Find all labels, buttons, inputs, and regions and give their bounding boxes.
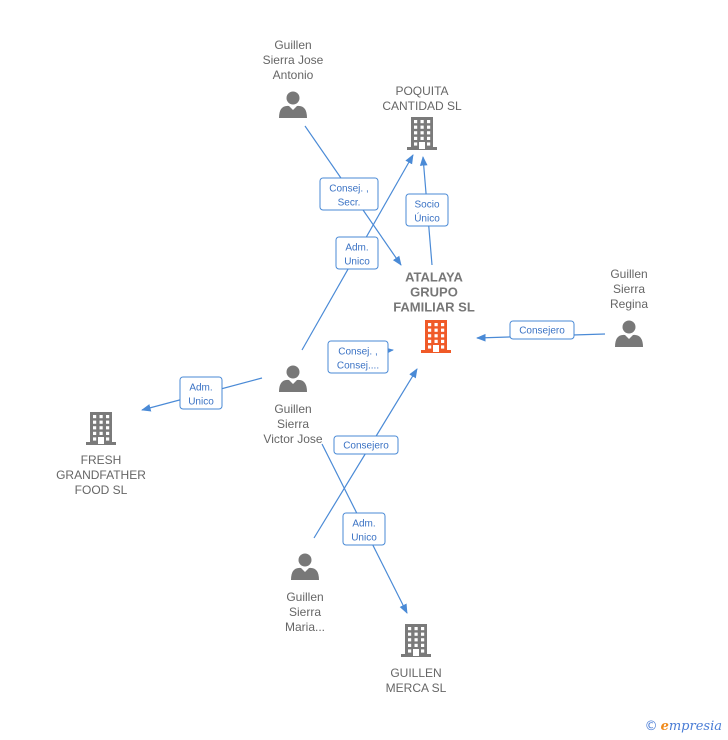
edge-label-text: Consejero bbox=[343, 441, 389, 452]
node-label: Sierra bbox=[289, 605, 321, 619]
watermark-brand-rest: mpresia bbox=[668, 719, 722, 734]
node-label: Guillen bbox=[286, 590, 323, 604]
edge-label[interactable]: Adm. Unico bbox=[179, 376, 223, 410]
edge-regina-to-atalaya: Consejero bbox=[476, 320, 606, 342]
person-icon bbox=[279, 91, 307, 118]
node-label: Guillen bbox=[274, 38, 311, 52]
node-label: GUILLEN bbox=[390, 666, 441, 680]
building-icon bbox=[421, 320, 451, 353]
edge-label-text: Único bbox=[414, 212, 440, 225]
edge-label-text: Consej. , bbox=[338, 347, 377, 358]
node-label: Maria... bbox=[285, 620, 325, 634]
edge-label-text: Adm. bbox=[189, 383, 212, 394]
edge-label-box bbox=[405, 193, 449, 227]
edge-label-box bbox=[333, 435, 399, 455]
edge-label-text: Adm. bbox=[345, 243, 368, 254]
node-label: FAMILIAR SL bbox=[393, 299, 475, 314]
node-label: Sierra bbox=[277, 417, 309, 431]
edge-label-text: Unico bbox=[351, 533, 377, 544]
edge-label-text: Consejero bbox=[519, 326, 565, 337]
edge-victor-to-atalaya: Consej. , Consej.... bbox=[327, 340, 394, 374]
node-label: CANTIDAD SL bbox=[382, 99, 462, 113]
edge-label[interactable]: Adm. Unico bbox=[342, 512, 386, 546]
person-icon bbox=[279, 365, 307, 392]
edge-label-text: Consej.... bbox=[337, 361, 379, 372]
edge-label-text: Consej. , bbox=[329, 184, 368, 195]
edge-label-box bbox=[319, 177, 379, 211]
edge-label[interactable]: Consejero bbox=[509, 320, 575, 340]
edge-victor-to-fresh: Adm. Unico bbox=[141, 376, 263, 412]
node-label: Guillen bbox=[274, 402, 311, 416]
edge-label-text: Unico bbox=[344, 257, 370, 268]
empresia-watermark: ©empresia bbox=[645, 719, 722, 734]
node-label: FOOD SL bbox=[75, 483, 128, 497]
copyright-symbol: © bbox=[644, 719, 658, 734]
edge-label-text: Secr. bbox=[338, 198, 361, 209]
node-label: Sierra Jose bbox=[263, 53, 324, 67]
edge-label-box bbox=[327, 340, 389, 374]
building-icon bbox=[407, 117, 437, 150]
edge-label-box bbox=[509, 320, 575, 340]
node-label: POQUITA bbox=[395, 84, 448, 98]
edge-label-text: Adm. bbox=[352, 519, 375, 530]
node-label: Guillen bbox=[610, 267, 647, 281]
edge-victor-to-poquita: Adm. Unico bbox=[301, 154, 414, 351]
edge-label[interactable]: Adm. Unico bbox=[335, 236, 379, 270]
node-label: GRANDFATHER bbox=[56, 468, 146, 482]
building-icon bbox=[86, 412, 116, 445]
node-label: Regina bbox=[610, 297, 648, 311]
edge-label-text: Unico bbox=[188, 397, 214, 408]
building-icon bbox=[401, 624, 431, 657]
edge-jose_antonio-to-atalaya: Consej. , Secr. bbox=[304, 125, 402, 266]
node-label: GRUPO bbox=[410, 284, 458, 299]
node-label: Sierra bbox=[613, 282, 645, 296]
person-icon bbox=[615, 320, 643, 347]
edge-label[interactable]: Consejero bbox=[333, 435, 399, 455]
watermark-brand-initial: e bbox=[660, 719, 669, 734]
edge-label-box bbox=[342, 512, 386, 546]
edge-label-box bbox=[179, 376, 223, 410]
node-label: FRESH bbox=[81, 453, 122, 467]
edge-victor-to-merca: Adm. Unico bbox=[321, 443, 408, 614]
edge-label[interactable]: Consej. , Consej.... bbox=[327, 340, 389, 374]
node-label: Antonio bbox=[273, 68, 314, 82]
node-label: Victor Jose bbox=[263, 432, 322, 446]
edge-label[interactable]: Consej. , Secr. bbox=[319, 177, 379, 211]
node-label: MERCA SL bbox=[386, 681, 447, 695]
node-maria[interactable]: GuillenSierraMaria... bbox=[285, 553, 325, 635]
edge-label-text: Socio bbox=[414, 200, 439, 211]
node-label: ATALAYA bbox=[405, 269, 463, 284]
edge-label-box bbox=[335, 236, 379, 270]
edge-maria-to-atalaya: Consejero bbox=[313, 368, 418, 539]
person-icon bbox=[291, 553, 319, 580]
